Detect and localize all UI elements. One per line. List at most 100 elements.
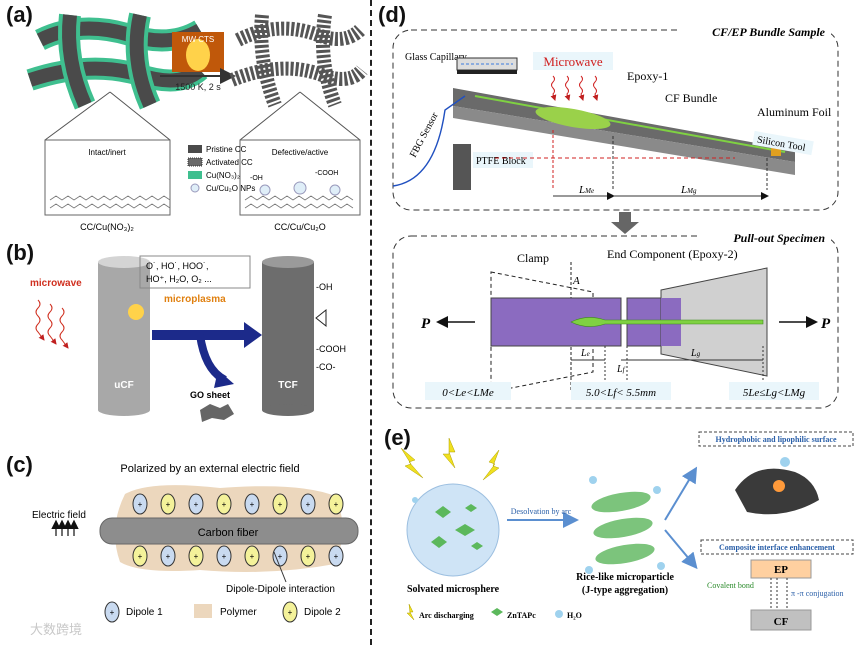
condition-3-box xyxy=(729,382,819,400)
clamp-outline xyxy=(490,271,594,393)
le-label: Le xyxy=(580,348,590,359)
condition-3: 5Le≤Lg<LMg xyxy=(743,387,806,399)
dipole-sign: + xyxy=(306,552,311,561)
panel-d: CF/EP Bundle Sample Glass Capillary Micr… xyxy=(392,22,839,409)
condition-2: 5.0<Lf< 5.5mm xyxy=(586,387,656,399)
composite-box xyxy=(700,539,854,555)
ep-layer xyxy=(750,559,812,579)
tcf-label: TCF xyxy=(278,380,297,391)
lf-label: Lf xyxy=(616,364,626,375)
interface-links xyxy=(770,578,788,610)
dipole-icon xyxy=(328,545,344,567)
dipole-sign: + xyxy=(250,500,255,509)
dipole-sign: + xyxy=(222,552,227,561)
tcf-cylinder xyxy=(262,256,314,416)
intact-title: Intact/inert xyxy=(88,148,126,157)
condition-1: 0<Le<LMe xyxy=(442,387,494,399)
panel-b: microwave uCF O˙, HO˙, HOO˙, HO⁺, H₂O, O… xyxy=(30,255,346,422)
defective-zoom-box xyxy=(239,139,361,216)
hydrophobic-label: Hydrophobic and lipophilic surface xyxy=(716,435,837,444)
nanoparticle-icon xyxy=(293,181,307,195)
dipole-sign: + xyxy=(250,552,255,561)
aluminum-foil-label: Aluminum Foil xyxy=(757,105,832,119)
legend-dipole-2: Dipole 2 xyxy=(304,607,341,618)
ucf-label: uCF xyxy=(114,380,133,391)
composite-label: Composite interface enhancement xyxy=(719,543,835,552)
dipole-sign: + xyxy=(194,552,199,561)
interaction-label: Dipole-Dipole interaction xyxy=(226,584,335,595)
microplasma-label: microplasma xyxy=(164,294,226,305)
lmg-label: LMg xyxy=(680,184,697,196)
fbg-sensor-label: FBG Sensor xyxy=(408,110,441,159)
epoxy1-label: Epoxy-1 xyxy=(627,69,668,83)
dipole-icon xyxy=(328,493,344,515)
ucf-cylinder xyxy=(98,256,150,416)
dipole-icon xyxy=(300,493,316,515)
nanoparticle-icon xyxy=(329,184,341,196)
ptfe-block xyxy=(453,144,471,190)
dipole-sign: + xyxy=(278,552,283,561)
dipole-sign: + xyxy=(166,552,171,561)
dipole-sign: + xyxy=(278,500,283,509)
panel-divider xyxy=(370,0,372,645)
legend-zntapc: ZnTAPc xyxy=(507,611,536,620)
panel-a: MW CTS 1500 K, 2 s Intact/inert CC/Cu(NO… xyxy=(26,12,368,232)
dipole-icon xyxy=(160,545,176,567)
panel-e: Solvated microsphere Desolvation by arc … xyxy=(400,431,854,631)
panel-d-label: (d) xyxy=(378,2,407,27)
dipole-sign: + xyxy=(222,500,227,509)
oh-group: -OH xyxy=(316,282,333,292)
species-line-2: HO⁺, H₂O, O₂ ... xyxy=(146,274,212,284)
co-group: -CO- xyxy=(316,362,336,372)
dipole-icon xyxy=(132,493,148,515)
process-down-arrow xyxy=(611,212,639,234)
panel-c-legend: + Dipole 1 Polymer + Dipole 2 xyxy=(104,601,341,623)
defective-title: Defective/active xyxy=(272,148,329,157)
dipole-sign: + xyxy=(194,500,199,509)
dipole-icon xyxy=(216,493,232,515)
cooh-group: -COOH xyxy=(315,170,338,177)
dipole-icon xyxy=(216,545,232,567)
ptfe-label-box xyxy=(473,152,533,168)
lg-label: Lg xyxy=(690,348,701,359)
dipole-icon xyxy=(160,493,176,515)
microwave-label-box xyxy=(533,52,613,70)
solvated-microsphere xyxy=(406,483,500,577)
dipole-sign: + xyxy=(334,500,339,509)
epoxide-icon xyxy=(315,308,327,328)
cf-layer xyxy=(750,609,812,631)
load-p-right: P xyxy=(821,316,831,332)
ptfe-block-label: PTFE Block xyxy=(476,156,526,167)
defective-lattice xyxy=(244,195,354,209)
dipole-icon xyxy=(244,493,260,515)
dipole-sign: + xyxy=(138,552,143,561)
glass-capillary-label: Glass Capillary xyxy=(405,52,467,63)
dipole-row-top: ++++++++ xyxy=(132,493,344,515)
carbon-fiber-label: Carbon fiber xyxy=(198,527,259,539)
watermark: 大数跨境 xyxy=(30,622,82,637)
rice-label-2: (J-type aggregation) xyxy=(582,585,668,596)
water-icon xyxy=(555,610,563,618)
panel-e-label: (e) xyxy=(384,425,411,450)
carbon-fiber xyxy=(99,517,359,545)
microplasma-spark-icon xyxy=(128,304,144,320)
dipole-sign: + xyxy=(306,500,311,509)
rice-label-1: Rice-like microparticle xyxy=(576,572,674,583)
embedded-bundle xyxy=(570,317,764,327)
silicon-tool-label-box xyxy=(752,130,814,156)
lme-label: LMe xyxy=(578,184,594,196)
go-sheet-label: GO sheet xyxy=(190,390,230,400)
bundle-sample-box xyxy=(392,29,839,211)
panel-c: Polarized by an external electric field … xyxy=(30,463,359,637)
silicon-tool-assembly xyxy=(453,88,795,175)
legend-pristine: Pristine CC xyxy=(206,145,247,154)
intact-lattice xyxy=(49,195,171,209)
microwave-icon xyxy=(550,75,599,101)
arc-discharge-icon xyxy=(442,437,456,469)
dipole-icon xyxy=(244,545,260,567)
arc-discharge-icon xyxy=(400,447,424,479)
dipole-sign: + xyxy=(138,500,143,509)
dipole-icon xyxy=(188,545,204,567)
legend-activated: Activated CC xyxy=(206,158,253,167)
end-component-label: End Component (Epoxy-2) xyxy=(607,247,738,261)
